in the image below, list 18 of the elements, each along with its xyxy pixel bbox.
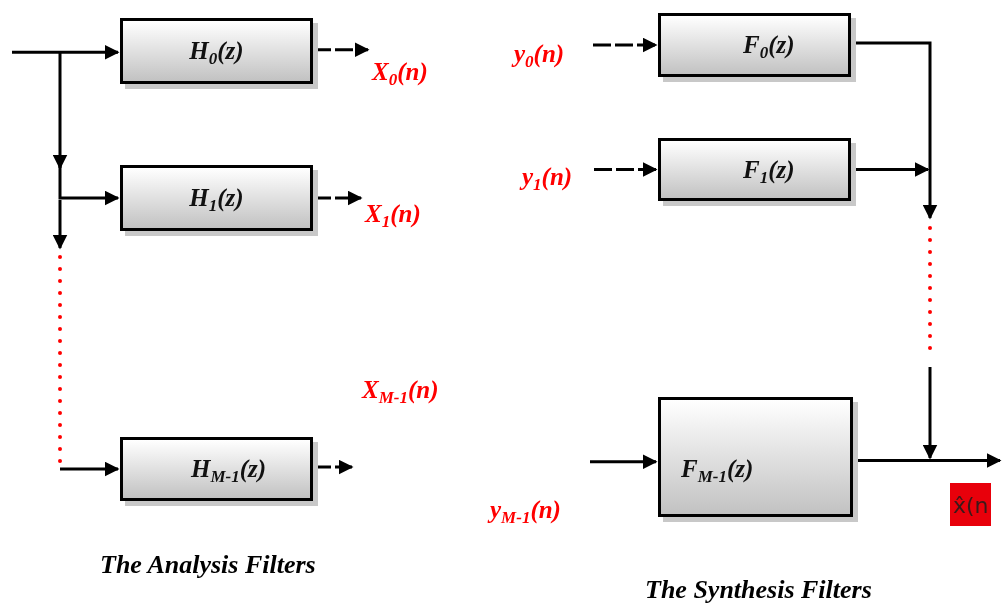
arrow xyxy=(590,454,658,470)
arrow xyxy=(60,461,120,477)
caption: The Synthesis Filters xyxy=(645,575,872,605)
filter-label: H$_{1}$(z) xyxy=(189,184,244,212)
filter-label: H$_{M-1}$(z) xyxy=(191,455,267,483)
filter-label: F$_{0}$(z) xyxy=(743,31,795,59)
arrow xyxy=(594,162,658,177)
signal-label: X$_{0}$(n) xyxy=(372,58,428,86)
arrow xyxy=(12,44,120,60)
signal-label: X$_{1}$(n) xyxy=(365,200,421,228)
arrow xyxy=(593,37,658,53)
filter-label: F$_{1}$(z) xyxy=(743,155,795,184)
output-signal-label: x̂(n xyxy=(950,483,991,526)
caption: The Analysis Filters xyxy=(100,550,316,580)
filter-label: F$_{M-1}$(z) xyxy=(681,455,754,483)
filter-label: H$_{0}$(z) xyxy=(189,37,244,65)
arrow xyxy=(58,52,120,206)
signal-label: X$_{M-1}$(n) xyxy=(362,376,439,404)
